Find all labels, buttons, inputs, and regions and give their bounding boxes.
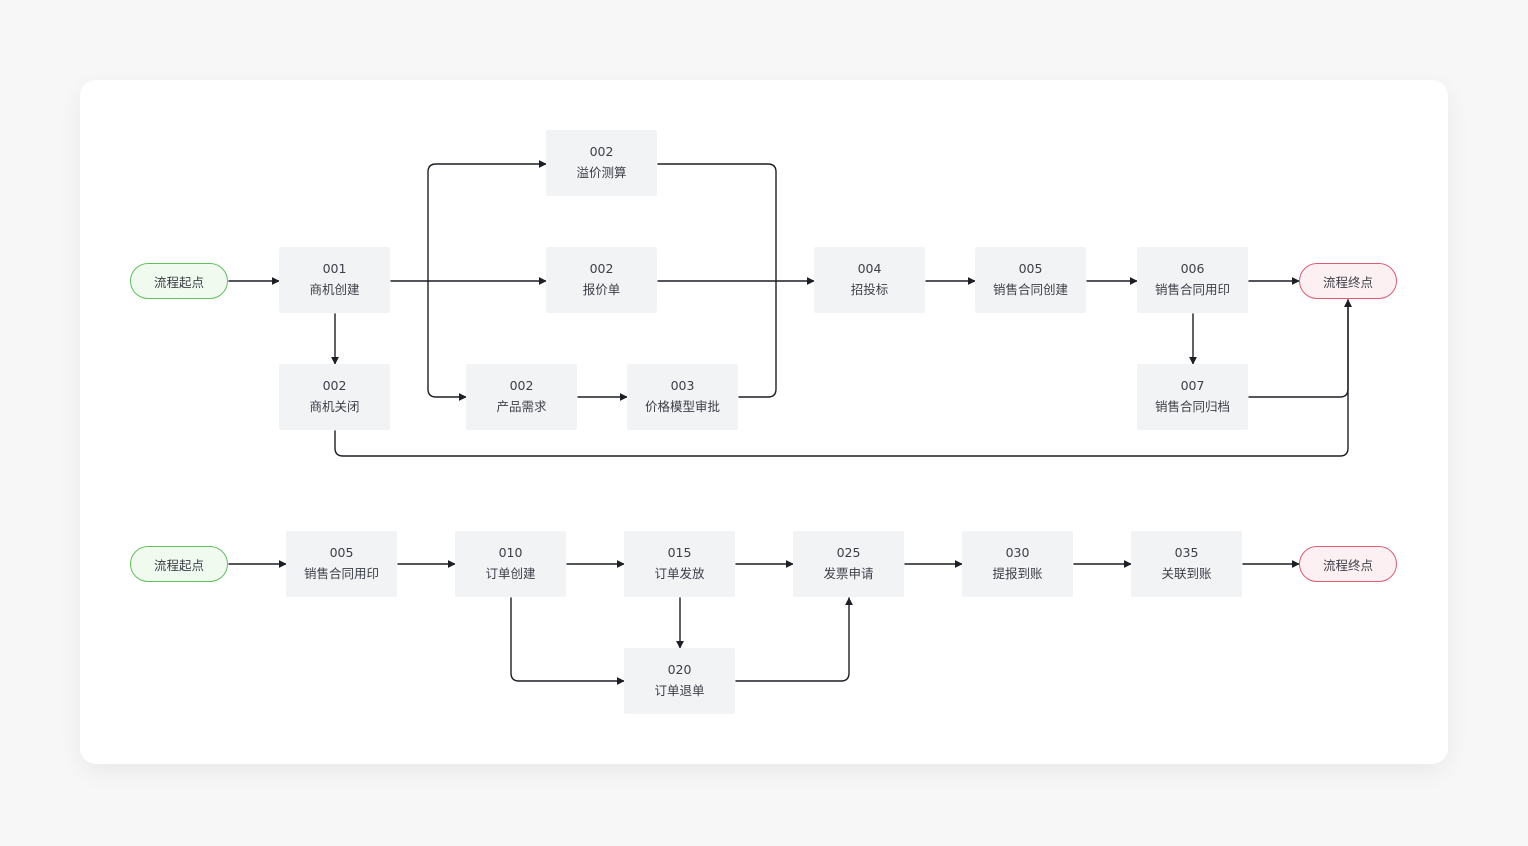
node-007-contract-archive[interactable]: 007 销售合同归档 [1137, 364, 1248, 430]
flow1-start-terminal[interactable]: 流程起点 [130, 263, 228, 299]
node-020-order-return[interactable]: 020 订单退单 [624, 648, 735, 714]
node-code: 010 [498, 545, 523, 560]
node-005-contract-create[interactable]: 005 销售合同创建 [975, 247, 1086, 313]
node-label: 销售合同创建 [992, 282, 1068, 297]
node-code: 003 [670, 378, 695, 393]
node-code: 001 [322, 261, 347, 276]
node-005-contract-seal[interactable]: 005 销售合同用印 [286, 531, 397, 597]
node-002-quotation[interactable]: 002 报价单 [546, 247, 657, 313]
node-label: 订单发放 [654, 566, 705, 581]
node-label: 销售合同归档 [1154, 399, 1230, 414]
node-002-product-demand[interactable]: 002 产品需求 [466, 364, 577, 430]
node-006-contract-seal[interactable]: 006 销售合同用印 [1137, 247, 1248, 313]
flow2-end-terminal[interactable]: 流程终点 [1299, 546, 1397, 582]
node-label: 订单创建 [485, 566, 536, 581]
node-code: 005 [1018, 261, 1043, 276]
node-035-payment-link[interactable]: 035 关联到账 [1131, 531, 1242, 597]
node-code: 002 [322, 378, 347, 393]
node-label: 提报到账 [992, 566, 1043, 581]
node-code: 002 [509, 378, 534, 393]
node-label: 商机创建 [309, 282, 360, 297]
node-001-opportunity-create[interactable]: 001 商机创建 [279, 247, 390, 313]
node-label: 溢价测算 [576, 165, 627, 180]
node-002-premium-calc[interactable]: 002 溢价测算 [546, 130, 657, 196]
node-code: 004 [857, 261, 882, 276]
node-code: 035 [1174, 545, 1199, 560]
node-label: 招投标 [850, 282, 889, 297]
flow2-start-terminal[interactable]: 流程起点 [130, 546, 228, 582]
node-code: 002 [589, 144, 614, 159]
node-code: 020 [667, 662, 692, 677]
node-label: 关联到账 [1161, 566, 1212, 581]
node-code: 025 [836, 545, 861, 560]
node-label: 发票申请 [823, 566, 874, 581]
node-label: 价格模型审批 [644, 399, 720, 414]
node-003-price-model-approval[interactable]: 003 价格模型审批 [627, 364, 738, 430]
node-code: 015 [667, 545, 692, 560]
node-code: 006 [1180, 261, 1205, 276]
node-label: 销售合同用印 [303, 566, 379, 581]
node-label: 商机关闭 [309, 399, 360, 414]
node-code: 002 [589, 261, 614, 276]
node-002-opportunity-close[interactable]: 002 商机关闭 [279, 364, 390, 430]
node-code: 007 [1180, 378, 1205, 393]
node-code: 030 [1005, 545, 1030, 560]
flow1-end-terminal[interactable]: 流程终点 [1299, 263, 1397, 299]
node-label: 报价单 [582, 282, 621, 297]
node-030-payment-report[interactable]: 030 提报到账 [962, 531, 1073, 597]
node-label: 销售合同用印 [1154, 282, 1230, 297]
node-label: 订单退单 [654, 683, 705, 698]
node-label: 产品需求 [496, 399, 547, 414]
node-015-order-release[interactable]: 015 订单发放 [624, 531, 735, 597]
node-010-order-create[interactable]: 010 订单创建 [455, 531, 566, 597]
node-025-invoice-request[interactable]: 025 发票申请 [793, 531, 904, 597]
node-code: 005 [329, 545, 354, 560]
node-004-bidding[interactable]: 004 招投标 [814, 247, 925, 313]
